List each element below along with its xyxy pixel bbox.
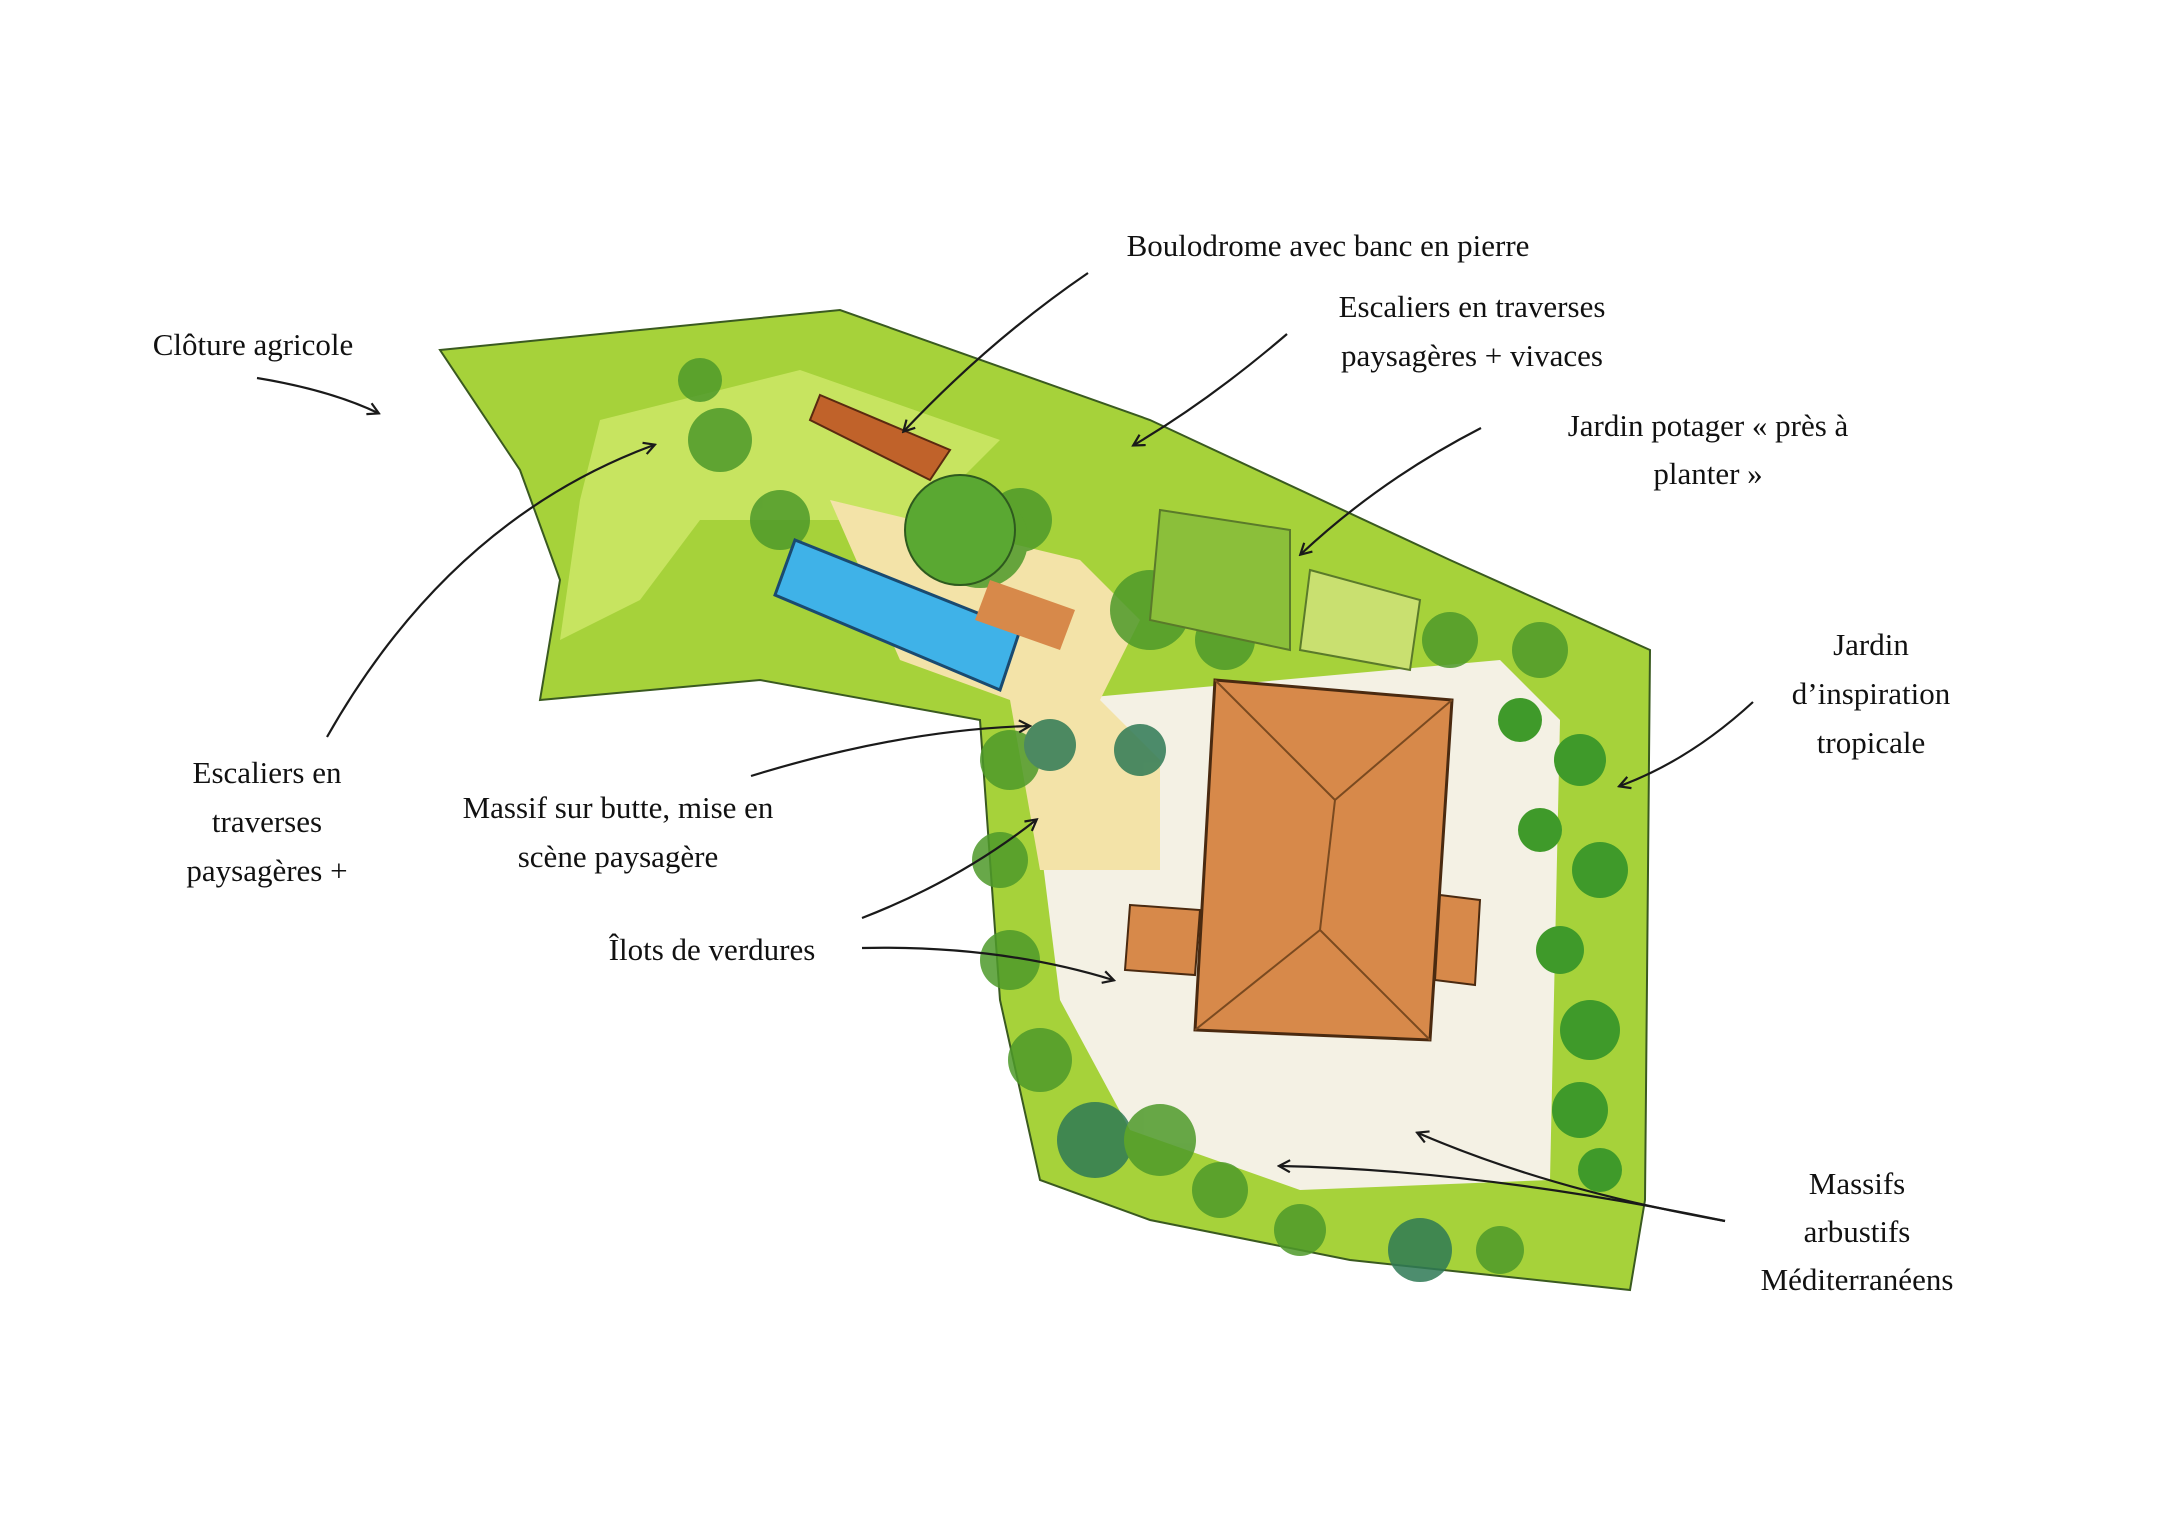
label-cloture: Clôture agricole xyxy=(153,327,354,362)
site-plan-drawing xyxy=(438,308,1652,1292)
arrow-ilots-1 xyxy=(861,820,1036,920)
tropical-garden xyxy=(1498,698,1628,1192)
swimming-pool xyxy=(773,538,1022,693)
house xyxy=(1123,678,1482,1042)
arrow-ilots-2 xyxy=(861,946,1113,980)
large-tree xyxy=(904,474,1016,586)
label-boulodrome: Boulodrome avec banc en pierre xyxy=(1127,228,1530,263)
arrow-escaliers-left xyxy=(326,445,654,738)
label-ilots: Îlots de verdures xyxy=(609,932,816,967)
mediterranean-shrub-belt xyxy=(678,358,1568,1282)
annotation-arrows xyxy=(256,272,1754,1223)
arrow-tropical xyxy=(1620,701,1754,786)
pool-house-roof xyxy=(975,580,1075,650)
annotation-labels: Boulodrome avec banc en pierre Escaliers… xyxy=(153,228,1954,1297)
arrow-boulodrome xyxy=(904,272,1089,431)
arrow-escaliers-top xyxy=(1134,333,1288,445)
arrow-massif-butte xyxy=(750,726,1029,778)
arrow-massifs-med-2 xyxy=(1418,1133,1726,1223)
vegetable-garden xyxy=(1148,508,1422,672)
arrow-potager xyxy=(1301,427,1482,554)
arrow-cloture xyxy=(256,376,378,413)
